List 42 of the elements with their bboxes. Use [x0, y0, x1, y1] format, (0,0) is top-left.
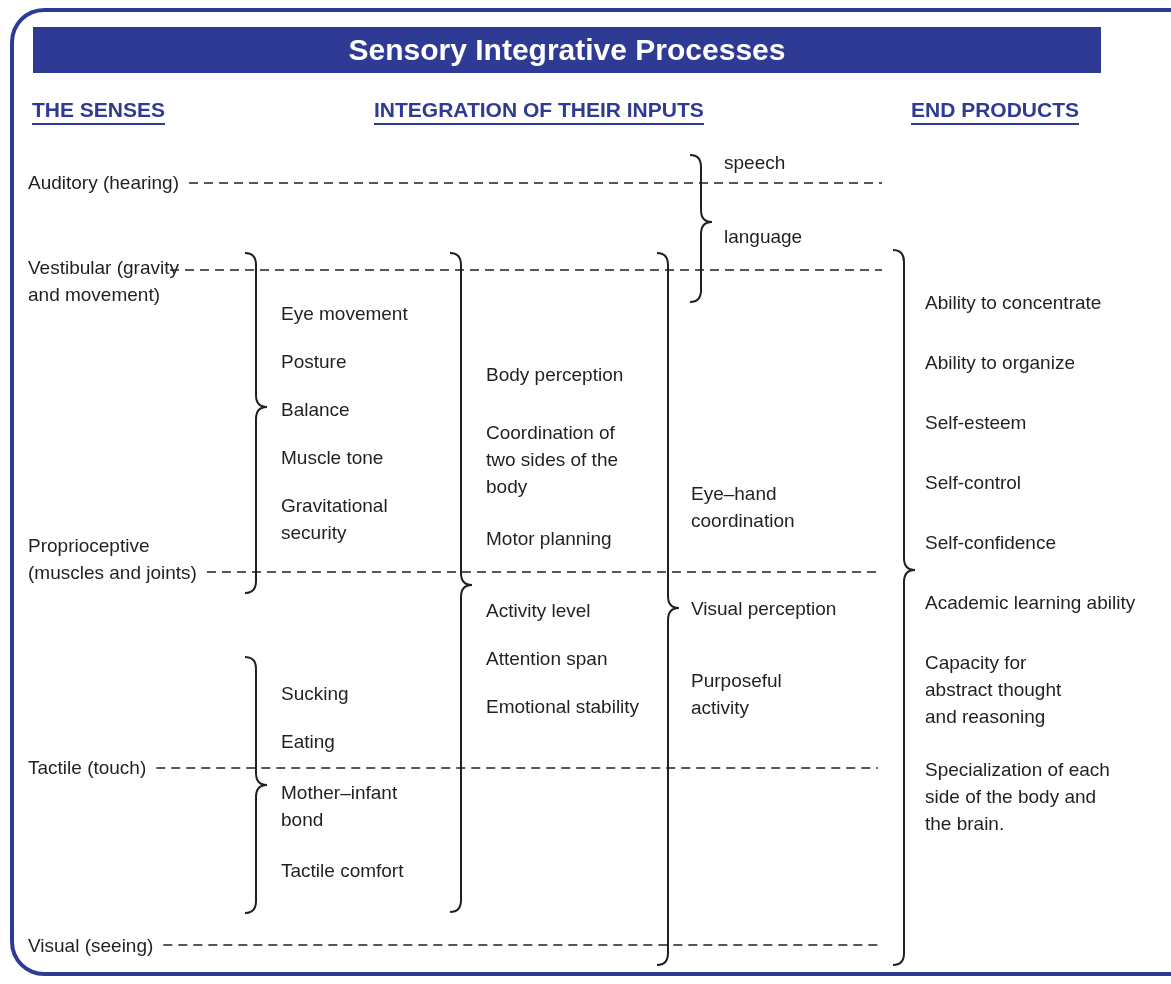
item-text: Motor planning [486, 527, 612, 551]
title-banner: Sensory Integrative Processes [33, 27, 1101, 73]
item-text: Eating [281, 730, 335, 754]
sense-label: Proprioceptive (muscles and joints) [28, 532, 228, 586]
column-heading: THE SENSES [32, 97, 166, 125]
column-heading: INTEGRATION OF THEIR INPUTS [374, 97, 704, 125]
item-text: Ability to organize [925, 351, 1075, 375]
item-text: Eye movement [281, 302, 408, 326]
item-text: Ability to concentrate [925, 291, 1102, 315]
item-text: language [724, 225, 803, 249]
sense-label: Visual (seeing) [28, 932, 154, 959]
item-text: Activity level [486, 599, 591, 623]
item-text: Self-esteem [925, 411, 1027, 435]
item-text: Attention span [486, 647, 608, 671]
sense-label: Vestibular (gravity and movement) [28, 254, 210, 308]
item-text: speech [724, 151, 786, 175]
item-text: Capacity for abstract thought and reasoning [925, 651, 1063, 729]
item-text: Sucking [281, 682, 349, 706]
item-text: Mother–infant bond [281, 781, 399, 832]
item-text: Eye–hand coordination [691, 482, 796, 533]
item-text: Body perception [486, 363, 624, 387]
item-text: Tactile comfort [281, 859, 404, 883]
item-text: Emotional stability [486, 695, 640, 719]
item-text: Specialization of each side of the body and the brain. [925, 758, 1110, 836]
item-text: Posture [281, 350, 347, 374]
item-text: Coordination of two sides of the body [486, 421, 620, 499]
dashed-line [206, 571, 879, 573]
item-text: Academic learning ability [925, 591, 1136, 615]
item-text: Gravitational security [281, 494, 389, 545]
dashed-line [188, 182, 883, 184]
dashed-line [155, 767, 879, 769]
item-text: Visual perception [691, 597, 837, 621]
item-text: Muscle tone [281, 446, 384, 470]
dashed-line [162, 944, 879, 946]
item-text: Balance [281, 398, 350, 422]
sense-label: Auditory (hearing) [28, 169, 180, 196]
column-heading: END PRODUCTS [911, 97, 1079, 125]
dashed-line [169, 269, 883, 271]
item-text: Self-control [925, 471, 1022, 495]
sense-label: Tactile (touch) [28, 754, 147, 781]
item-text: Self-confidence [925, 531, 1056, 555]
item-text: Purposeful activity [691, 669, 783, 720]
